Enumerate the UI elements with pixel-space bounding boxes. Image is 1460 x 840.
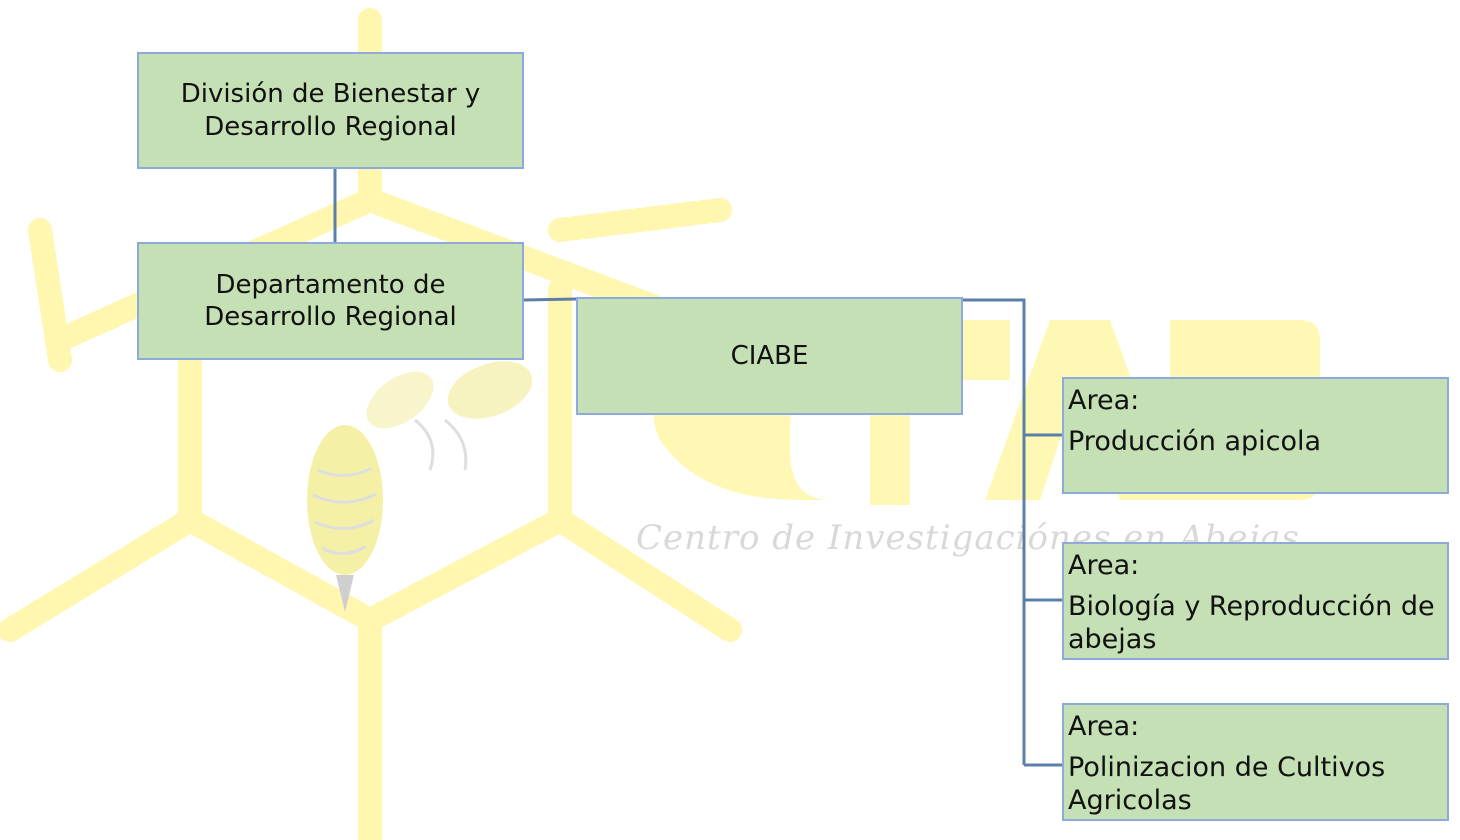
bee-watermark — [307, 361, 533, 612]
node-area-biologia: Area: Biología y Reproducción de abejas — [1062, 542, 1449, 660]
area-name: Polinizacion de Cultivos Agricolas — [1068, 751, 1386, 816]
connector-ciabe-trunk — [962, 298, 1026, 765]
node-division-label: División de Bienestar y Desarrollo Regio… — [180, 79, 481, 142]
honeycomb-watermark — [0, 8, 742, 840]
area-prefix: Area: — [1068, 550, 1140, 581]
area-name: Producción apicola — [1068, 425, 1322, 457]
area-name: Biología y Reproducción de abejas — [1068, 590, 1435, 655]
node-ciabe: CIABE — [576, 297, 963, 415]
node-departamento-label: Departamento de Desarrollo Regional — [204, 269, 457, 333]
node-departamento: Departamento de Desarrollo Regional — [137, 242, 524, 360]
node-division: División de Bienestar y Desarrollo Regio… — [137, 52, 524, 169]
node-ciabe-label: CIABE — [730, 340, 809, 371]
area-prefix: Area: — [1068, 711, 1140, 742]
node-area-polinizacion: Area: Polinizacion de Cultivos Agricolas — [1062, 703, 1449, 821]
area-prefix: Area: — [1068, 385, 1140, 416]
node-area-produccion: Area: Producción apicola — [1062, 377, 1449, 494]
connector-departamento-ciabe — [522, 297, 578, 302]
